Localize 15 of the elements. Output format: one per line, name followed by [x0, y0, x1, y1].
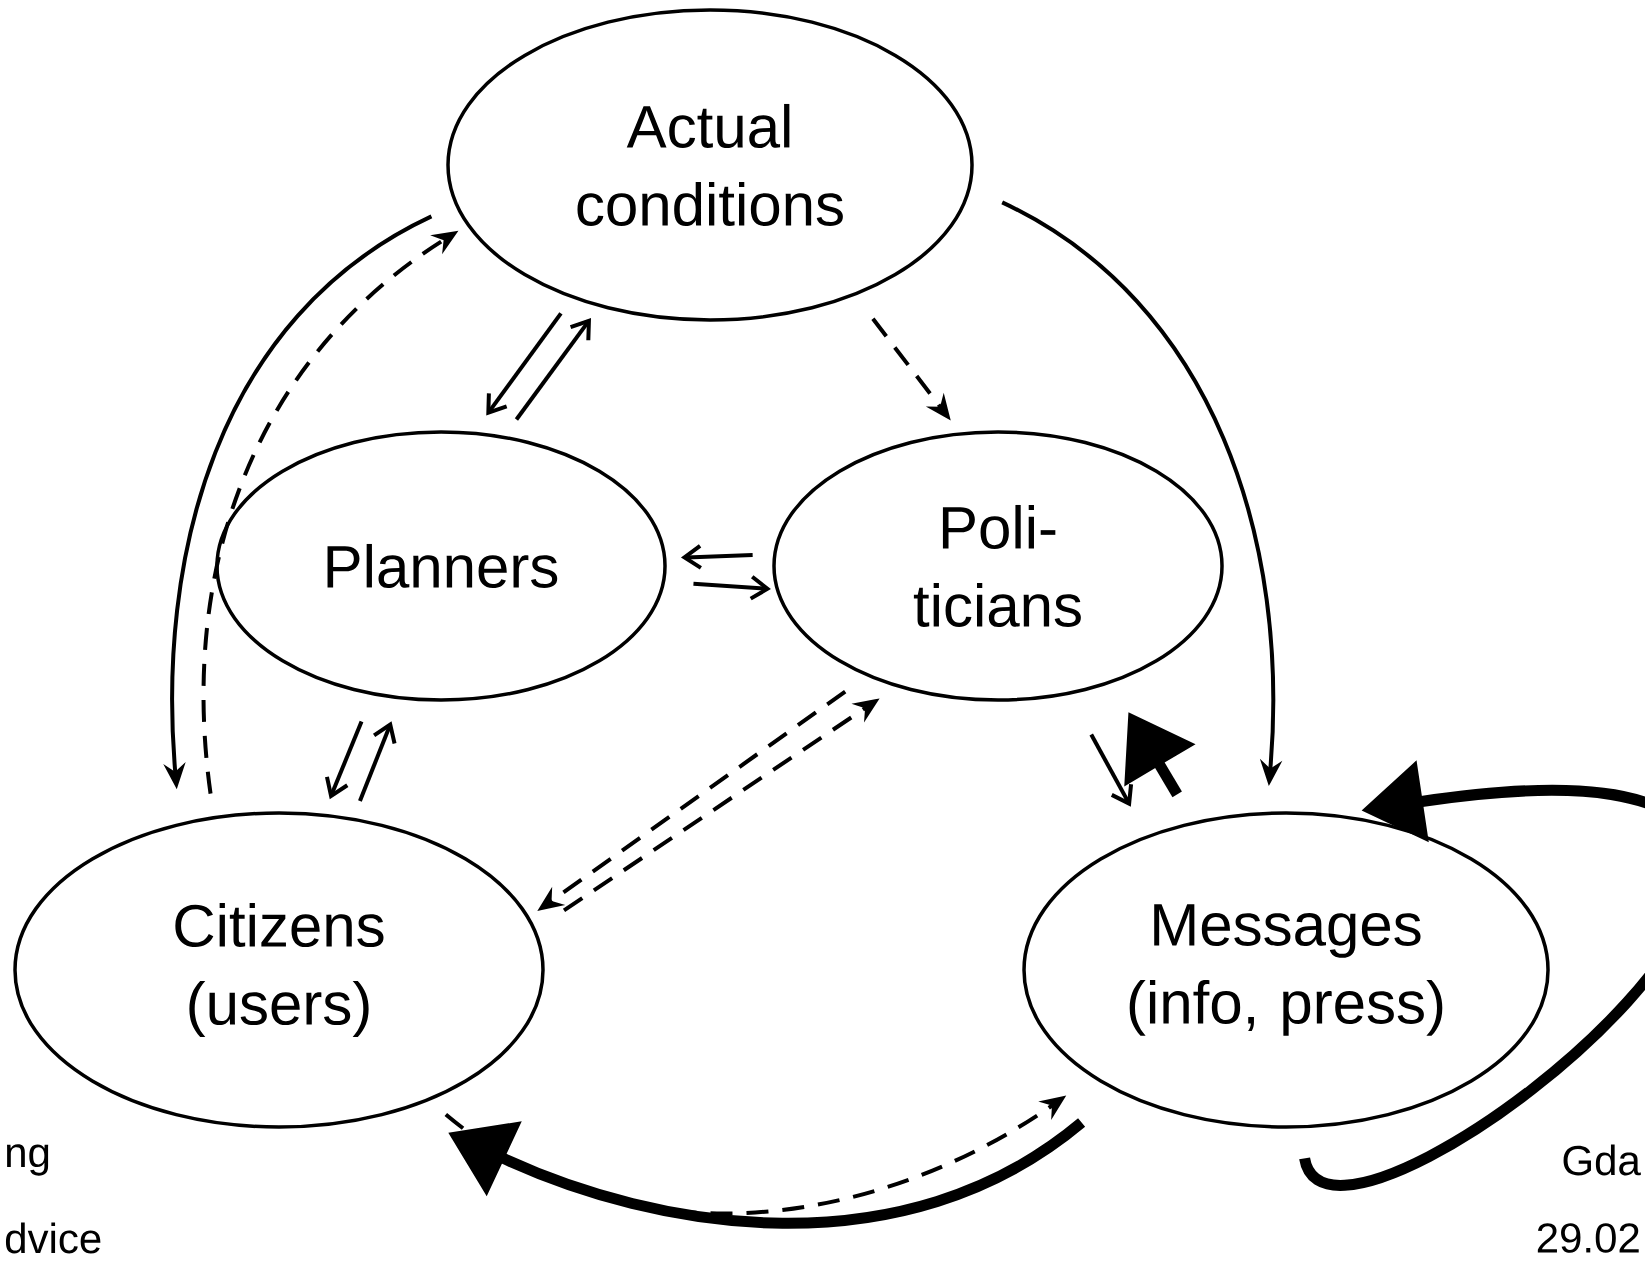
ellipse-node: Planners — [215, 430, 667, 702]
ellipse-node: Actual conditions — [446, 8, 974, 322]
ellipse-node: Messages (info, press) — [1022, 811, 1550, 1129]
arrow — [693, 575, 771, 601]
arrow — [680, 544, 753, 570]
arrow — [358, 721, 397, 802]
corner-note: dvice — [5, 1222, 101, 1254]
ellipse-node: Citizens (users) — [13, 811, 545, 1129]
arrow — [325, 720, 364, 800]
corner-note: Gda — [1563, 1144, 1641, 1176]
corner-note: 29.02 — [1537, 1223, 1639, 1253]
arrow — [1089, 733, 1134, 807]
ellipse-node: Poli- ticians — [772, 430, 1224, 702]
arrow — [486, 312, 563, 416]
arrow — [514, 317, 591, 421]
